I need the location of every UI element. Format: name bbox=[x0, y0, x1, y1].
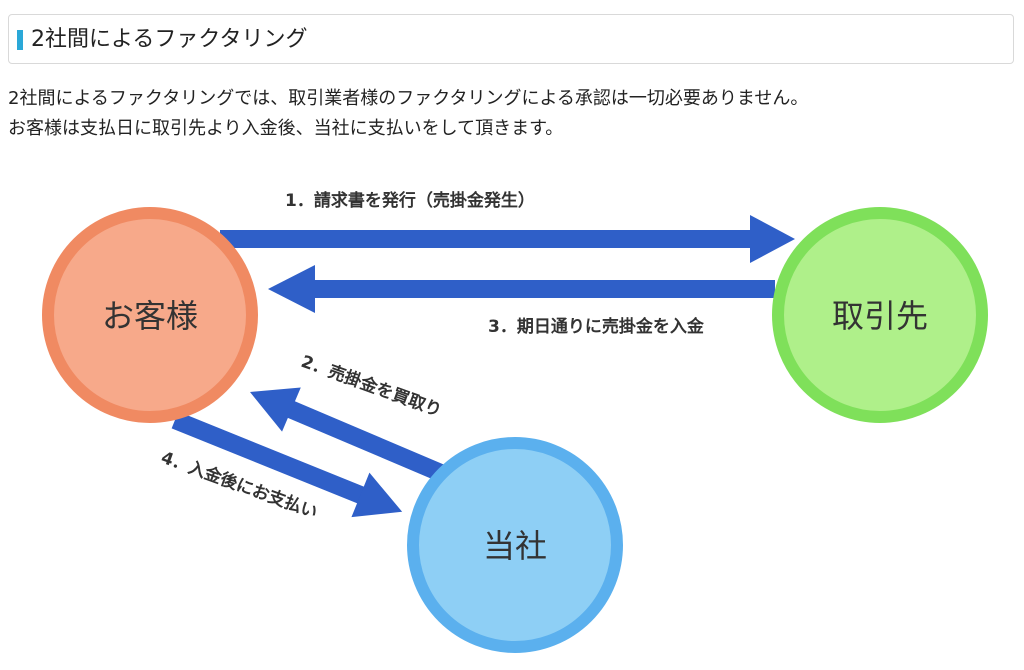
arrow-head bbox=[250, 387, 301, 432]
arrow-head bbox=[268, 265, 315, 313]
arrow-head bbox=[750, 215, 795, 263]
arrow-shaft bbox=[278, 397, 466, 491]
arrow-head bbox=[351, 472, 403, 518]
section-title: 2社間によるファクタリング bbox=[31, 27, 308, 52]
node-customer-label: お客様 bbox=[102, 297, 198, 335]
node-company-label: 当社 bbox=[483, 527, 547, 565]
arrow-purchase-receivable bbox=[250, 387, 466, 491]
intro-text: 2社間によるファクタリングでは、取引業者様のファクタリングによる承認は一切必要あ… bbox=[8, 84, 1008, 144]
arrow-shaft bbox=[171, 411, 374, 508]
arrow-issue-invoice bbox=[220, 215, 795, 263]
node-client-label: 取引先 bbox=[832, 297, 928, 335]
arrow-payment-after-deposit bbox=[171, 411, 403, 518]
flow-label-step2: 2．売掛金を買取り bbox=[298, 351, 444, 421]
flow-label-step3: 3．期日通りに売掛金を入金 bbox=[488, 316, 705, 337]
heading-accent-bar bbox=[17, 30, 23, 50]
flow-label-step1: 1．請求書を発行（売掛金発生） bbox=[285, 190, 535, 211]
node-customer: お客様 bbox=[42, 207, 258, 423]
flow-label-step4: 4．入金後にお支払い bbox=[158, 447, 320, 523]
arrow-pay-on-due-date bbox=[268, 265, 775, 313]
node-client: 取引先 bbox=[772, 207, 988, 423]
arrow-shaft bbox=[305, 280, 775, 298]
arrow-shaft bbox=[220, 230, 760, 248]
node-client-circle bbox=[772, 207, 988, 423]
section-heading: 2社間によるファクタリング bbox=[8, 14, 1014, 64]
factoring-flow-diagram: お客様 取引先 当社 1．請求書を発行（売掛金発生） 3．期日通りに売掛金を入金… bbox=[42, 190, 988, 653]
node-company-circle bbox=[407, 437, 623, 653]
intro-line-2: お客様は支払日に取引先より入金後、当社に支払いをして頂きます。 bbox=[8, 118, 564, 139]
node-customer-circle bbox=[42, 207, 258, 423]
intro-line-1: 2社間によるファクタリングでは、取引業者様のファクタリングによる承認は一切必要あ… bbox=[8, 88, 809, 109]
node-company: 当社 bbox=[407, 437, 623, 653]
